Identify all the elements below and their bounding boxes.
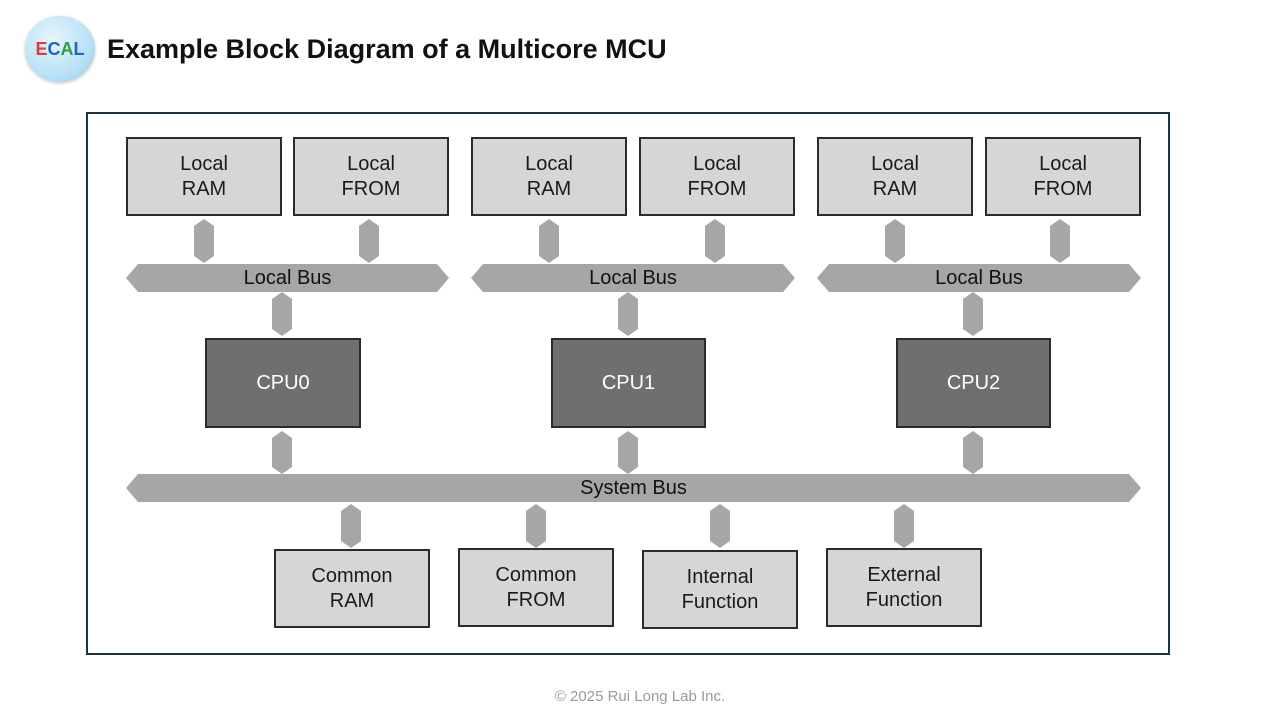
core1-local-bus: Local Bus bbox=[471, 264, 795, 292]
core0-from-line2: FROM bbox=[341, 177, 401, 200]
page-title: Example Block Diagram of a Multicore MCU bbox=[107, 34, 667, 64]
internal-function-line1: Internal bbox=[686, 565, 754, 588]
external-function-line1: External bbox=[867, 563, 941, 586]
cpu0-block: CPU0 bbox=[205, 338, 361, 428]
diagram-frame bbox=[86, 112, 1170, 655]
core2-bus-to-cpu-connector bbox=[963, 292, 983, 336]
logo-letter-e: E bbox=[35, 38, 48, 59]
system-bus-label: System Bus bbox=[580, 476, 687, 499]
core2-from-line1: Local bbox=[1039, 152, 1087, 175]
core0-local-bus-label: Local Bus bbox=[243, 266, 332, 289]
core2-from-to-bus-connector bbox=[1050, 219, 1070, 263]
bus-to-common-ram-connector bbox=[341, 504, 361, 548]
cpu1-block: CPU1 bbox=[551, 338, 706, 428]
core2-ram-line2: RAM bbox=[872, 177, 918, 200]
core2-ram-to-bus-connector bbox=[885, 219, 905, 263]
common-ram-line1: Common bbox=[311, 564, 393, 587]
ecal-logo: ECAL bbox=[25, 16, 95, 82]
core0-local-bus: Local Bus bbox=[126, 264, 449, 292]
cpu2-block: CPU2 bbox=[896, 338, 1051, 428]
cpu2-label: CPU2 bbox=[946, 371, 1001, 394]
core1-ram-line1: Local bbox=[525, 152, 573, 175]
internal-function-line2: Function bbox=[681, 590, 759, 613]
core2-local-bus: Local Bus bbox=[817, 264, 1141, 292]
logo-letter-l: L bbox=[73, 38, 85, 59]
core0-ram-line2: RAM bbox=[181, 177, 227, 200]
core0-from-to-bus-connector bbox=[359, 219, 379, 263]
cpu1-label: CPU1 bbox=[601, 371, 656, 394]
cpu2-to-system-bus-connector bbox=[963, 431, 983, 474]
core1-from-line2: FROM bbox=[687, 177, 747, 200]
core2-local-bus-label: Local Bus bbox=[935, 266, 1023, 289]
common-from-line1: Common bbox=[495, 563, 577, 586]
logo-letters: ECAL bbox=[35, 39, 84, 60]
core1-ram-to-bus-connector bbox=[539, 219, 559, 263]
bus-to-internal-function-connector bbox=[710, 504, 730, 548]
core0-from-line1: Local bbox=[347, 152, 395, 175]
system-bus: System Bus bbox=[126, 474, 1141, 502]
bus-to-external-function-connector bbox=[894, 504, 914, 548]
logo-letter-a: A bbox=[60, 38, 74, 59]
core1-ram-line2: RAM bbox=[526, 177, 572, 200]
cpu0-label: CPU0 bbox=[256, 371, 310, 394]
core1-bus-to-cpu-connector bbox=[618, 292, 638, 336]
external-function-line2: Function bbox=[865, 588, 943, 611]
core1-local-bus-label: Local Bus bbox=[589, 266, 677, 289]
bus-to-common-from-connector bbox=[526, 504, 546, 548]
cpu0-to-system-bus-connector bbox=[272, 431, 292, 474]
common-ram-line2: RAM bbox=[329, 589, 375, 612]
cpu1-to-system-bus-connector bbox=[618, 431, 638, 474]
core0-ram-to-bus-connector bbox=[194, 219, 214, 263]
logo-letter-c: C bbox=[47, 38, 61, 59]
core2-from-line2: FROM bbox=[1033, 177, 1093, 200]
core0-bus-to-cpu-connector bbox=[272, 292, 292, 336]
core2-ram-line1: Local bbox=[871, 152, 919, 175]
copyright-footer: © 2025 Rui Long Lab Inc. bbox=[554, 688, 726, 705]
core0-ram-line1: Local bbox=[180, 152, 228, 175]
core1-from-line1: Local bbox=[693, 152, 741, 175]
common-from-line2: FROM bbox=[506, 588, 566, 611]
core1-from-to-bus-connector bbox=[705, 219, 725, 263]
